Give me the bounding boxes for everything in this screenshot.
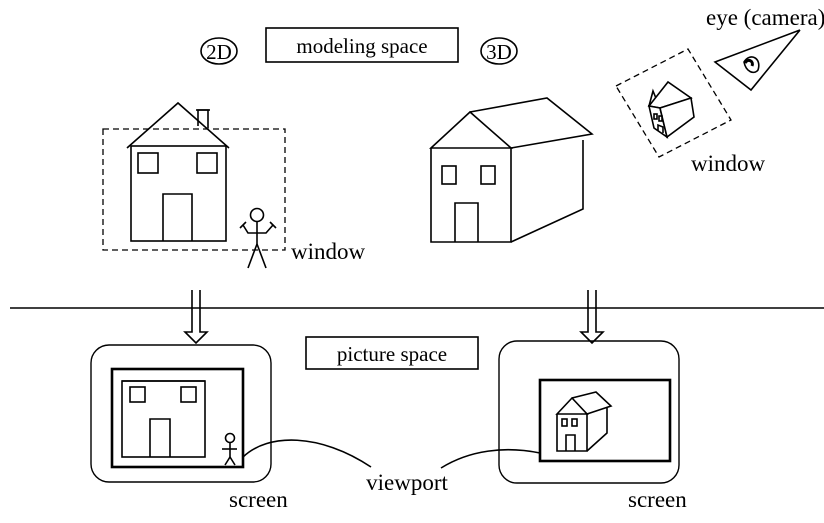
screen-right <box>498 340 680 484</box>
screen-left <box>90 344 272 483</box>
arrow-down-right <box>579 290 605 345</box>
window-label-left: window <box>291 239 366 264</box>
viewport-right <box>538 378 672 463</box>
house-2d-small <box>121 380 206 458</box>
modeling-space-box: modeling space <box>265 27 459 63</box>
viewport-callout-right <box>440 448 541 469</box>
house-2d-window-right <box>196 152 218 174</box>
stick-figure-small <box>222 432 237 466</box>
house-2d-window-left <box>137 152 159 174</box>
screen-label-left: screen <box>229 487 288 512</box>
picture-space-box: picture space <box>305 336 479 370</box>
badge-3d: 3D <box>480 37 518 65</box>
small-house-3d-viewport <box>555 391 613 452</box>
eye-camera-label: eye (camera) <box>706 5 824 30</box>
badge-2d: 2D <box>200 37 238 65</box>
viewport-callout-left <box>242 439 372 468</box>
modeling-space-label: modeling space <box>296 34 427 58</box>
window-2d-dashed <box>102 128 286 251</box>
house-3d <box>428 97 594 243</box>
house-2d <box>126 101 230 242</box>
stick-figure-large <box>239 207 277 269</box>
window-3d-dashed <box>615 48 732 158</box>
screen-label-right: screen <box>628 487 687 512</box>
badge-3d-label: 3D <box>486 40 512 64</box>
viewport-label: viewport <box>366 470 448 495</box>
small-house-3d <box>647 80 695 139</box>
viewport-left <box>110 367 245 469</box>
window-label-right: window <box>691 151 766 176</box>
picture-space-label: picture space <box>337 342 447 366</box>
badge-2d-label: 2D <box>206 40 232 64</box>
house-2d-door <box>162 193 193 241</box>
eye-camera <box>713 29 801 92</box>
arrow-down-left <box>183 290 209 345</box>
